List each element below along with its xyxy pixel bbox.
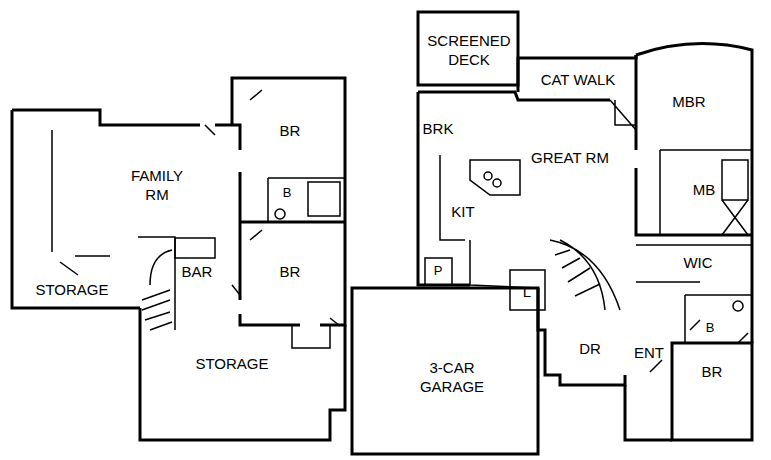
room-label: STORAGE [187,354,277,373]
room-label: MBR [659,92,719,111]
room-label: SCREENED DECK [422,31,517,69]
room-label: WIC [673,253,723,272]
room-label: BR [687,362,737,381]
room-label: B [700,320,720,336]
room-label: STORAGE [27,280,117,299]
room-label: KIT [443,202,483,221]
room-label: BR [260,121,320,140]
room-label: ENT [629,343,669,362]
room-label: DR [570,339,610,358]
room-label: L [517,282,537,301]
room-label: GREAT RM [530,148,610,167]
room-label: BAR [172,262,222,281]
room-label: MB [684,180,724,199]
room-label: 3-CAR GARAGE [397,358,507,396]
room-label: BR [260,262,320,281]
room-label: FAMILY RM [122,166,192,204]
room-label: P [428,263,448,279]
room-label: B [277,185,297,201]
room-label: CAT WALK [533,70,623,89]
room-label: BRK [416,119,461,138]
